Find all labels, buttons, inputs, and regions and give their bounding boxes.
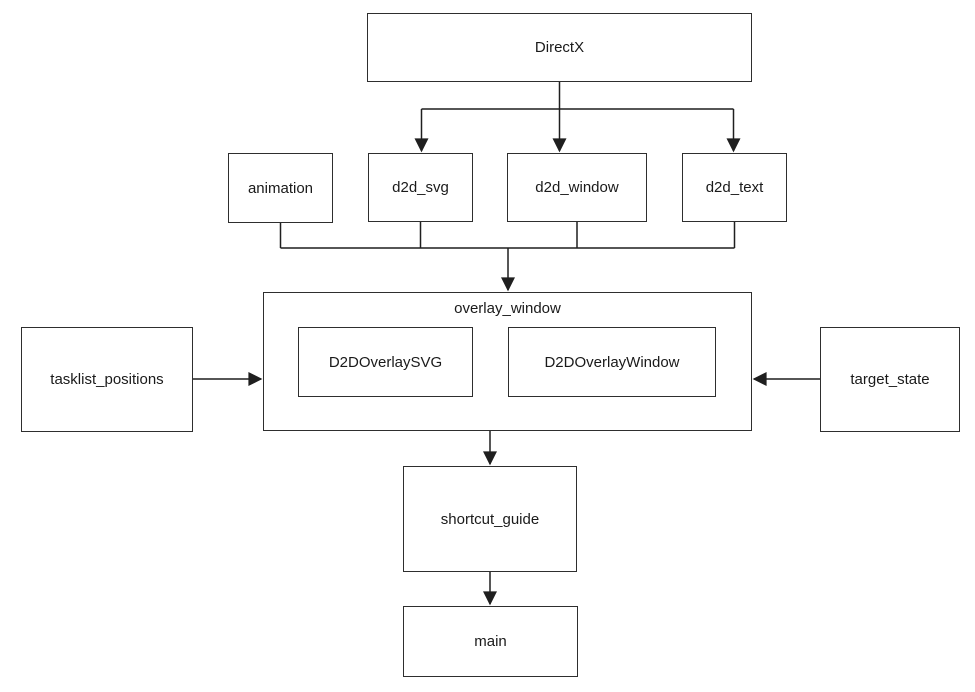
node-directx-label: DirectX [534, 39, 585, 56]
node-main: main [403, 606, 578, 677]
node-animation-label: animation [247, 179, 314, 197]
node-shortcut-guide-label: shortcut_guide [440, 510, 540, 528]
node-d2d-overlay-window-label: D2DOverlayWindow [544, 353, 680, 371]
node-main-label: main [474, 633, 507, 650]
node-directx: DirectX [367, 13, 752, 82]
node-d2d-svg-label: d2d_svg [392, 179, 449, 196]
node-d2d-overlay-svg: D2DOverlaySVG [298, 327, 473, 397]
node-d2d-window: d2d_window [507, 153, 647, 222]
node-overlay-window: overlay_window [263, 292, 752, 431]
node-tasklist-positions: tasklist_positions [21, 327, 193, 432]
node-d2d-overlay-svg-label: D2DOverlaySVG [328, 353, 443, 371]
node-overlay-window-label: overlay_window [454, 300, 561, 317]
node-d2d-text-label: d2d_text [705, 179, 764, 196]
node-d2d-window-label: d2d_window [535, 179, 619, 196]
edge-merge-trunk [279, 222, 736, 249]
node-animation: animation [228, 153, 333, 223]
node-target-state: target_state [820, 327, 960, 432]
node-target-state-label: target_state [850, 371, 930, 388]
node-shortcut-guide: shortcut_guide [403, 466, 577, 572]
node-d2d-svg: d2d_svg [368, 153, 473, 222]
node-d2d-overlay-window: D2DOverlayWindow [508, 327, 716, 397]
node-tasklist-positions-label: tasklist_positions [50, 371, 164, 388]
edge-directx-trunk [421, 82, 734, 110]
node-d2d-text: d2d_text [682, 153, 787, 222]
